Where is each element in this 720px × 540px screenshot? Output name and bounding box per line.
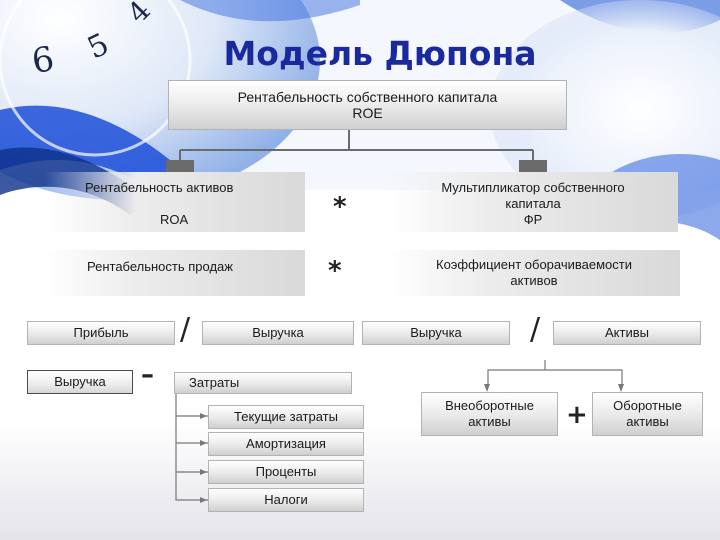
asset-turnover-label-2: активов (510, 273, 558, 288)
plus-operator: + (566, 400, 588, 430)
profit-label: Прибыль (73, 325, 129, 340)
asset-turnover-label-1: Коэффициент оборачиваемости (436, 257, 632, 272)
multiply-operator-2: * (328, 256, 342, 286)
noncurrent-assets-label-1: Внеоборотные (445, 398, 534, 413)
revenue-right-box: Выручка (362, 321, 510, 345)
divide-operator-2: / (530, 312, 541, 347)
noncurrent-assets-label-2: активы (468, 414, 511, 429)
multiplier-abbr: ФР (523, 212, 543, 227)
current-assets-label-1: Оборотные (613, 398, 682, 413)
costs-box: Затраты (174, 372, 352, 394)
assets-box: Активы (553, 321, 701, 345)
revenue-left-label: Выручка (252, 325, 304, 340)
divide-operator-1: / (180, 312, 191, 347)
taxes-box: Налоги (208, 488, 364, 512)
minus-operator: – (141, 360, 154, 390)
page-title: Модель Дюпона (223, 34, 537, 73)
multiplier-label-2: капитала (505, 196, 561, 211)
interest-box: Проценты (208, 460, 364, 484)
noncurrent-assets-box: Внеоборотные активы (421, 392, 558, 436)
revenue-right-label: Выручка (410, 325, 462, 340)
revenue-left-box: Выручка (202, 321, 354, 345)
current-assets-label-2: активы (626, 414, 669, 429)
sales-profitability-box: Рентабельность продаж (45, 250, 305, 296)
taxes-label: Налоги (264, 492, 308, 507)
depreciation-box: Амортизация (208, 432, 364, 456)
roe-box: Рентабельность собственного капитала ROE (168, 80, 567, 130)
roa-box: Рентабельность активов ROA (45, 172, 305, 232)
roe-abbr: ROE (352, 105, 383, 121)
asset-turnover-box: Коэффициент оборачиваемости активов (388, 250, 680, 296)
costs-label: Затраты (189, 375, 240, 390)
depreciation-label: Амортизация (246, 436, 326, 451)
multiply-operator-1: * (333, 192, 347, 222)
interest-label: Проценты (255, 464, 317, 479)
roa-label: Рентабельность активов (85, 180, 234, 195)
sales-profitability-label: Рентабельность продаж (87, 259, 233, 274)
roe-label: Рентабельность собственного капитала (237, 89, 498, 105)
revenue-bottom-label: Выручка (54, 374, 106, 389)
multiplier-box: Мультипликатор собственного капитала ФР (388, 172, 678, 232)
assets-label: Активы (605, 325, 649, 340)
current-costs-label: Текущие затраты (234, 409, 338, 424)
revenue-bottom-box: Выручка (27, 370, 133, 394)
current-costs-box: Текущие затраты (208, 405, 364, 429)
roa-abbr: ROA (160, 212, 189, 227)
multiplier-label-1: Мультипликатор собственного (441, 180, 625, 195)
profit-box: Прибыль (27, 321, 175, 345)
current-assets-box: Оборотные активы (592, 392, 703, 436)
